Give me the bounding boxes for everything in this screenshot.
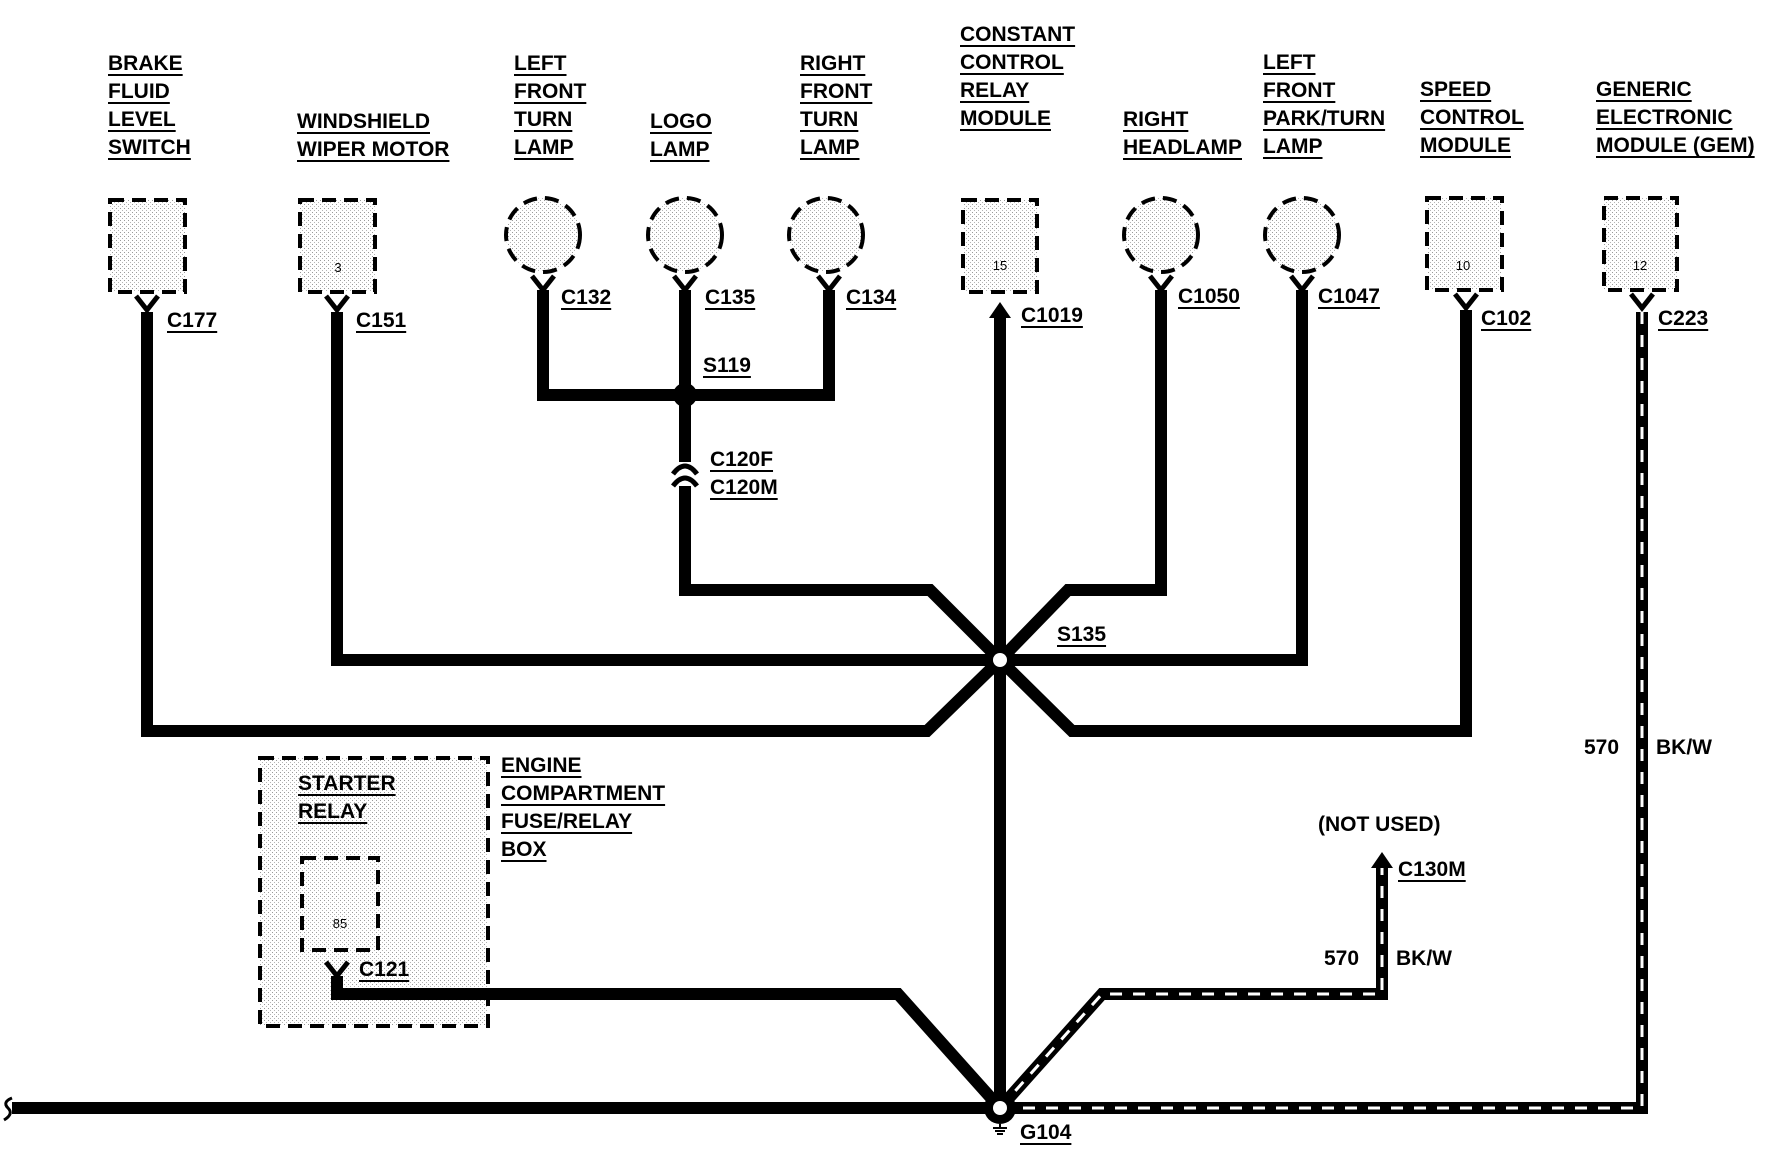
wire-wiper-motor: [331, 312, 1000, 666]
c223-terminal-icon: [1629, 292, 1655, 313]
c151-terminal-icon: [324, 294, 350, 315]
ground-symbol-icon: [993, 1124, 1007, 1135]
c130m-label: C130M: [1398, 858, 1466, 881]
speed-pin-number: 10: [1455, 258, 1471, 273]
speed-control-module-component: [1425, 196, 1504, 292]
gem-label: GENERIC ELECTRONIC MODULE (GEM): [1596, 78, 1755, 157]
wire-brake-fluid: [141, 312, 1005, 737]
c130-wire-color: BK/W: [1396, 947, 1452, 970]
c135-terminal-icon: [672, 274, 698, 295]
c135-label: C135: [705, 286, 756, 309]
c134-terminal-icon: [816, 274, 842, 295]
c177-terminal-icon: [134, 294, 160, 315]
constant-control-relay-module-component: [961, 198, 1039, 294]
gem-component: [1602, 196, 1679, 292]
c1050-terminal-icon: [1148, 274, 1174, 295]
c121-terminal-icon: [324, 960, 350, 981]
wire-c120-to-s135: [679, 486, 1005, 665]
c132-label: C132: [561, 286, 612, 309]
s119-splice-dot: [673, 383, 697, 407]
wiper-motor-component: [298, 198, 377, 294]
gem-pin-number: 12: [1632, 258, 1648, 273]
c1019-arrow-icon: [989, 302, 1011, 318]
left-front-park-turn-lamp-icon: [1263, 196, 1341, 274]
wiper-motor-label: WINDSHIELD WIPER MOTOR: [297, 110, 450, 161]
c121-label: C121: [359, 958, 410, 981]
fuse-relay-box-label: ENGINE COMPARTMENT FUSE/RELAY BOX: [501, 754, 666, 861]
black-wires: [12, 290, 1472, 1114]
gem-circuit-number: 570: [1584, 736, 1620, 759]
speed-control-module-label: SPEED CONTROL MODULE: [1420, 78, 1524, 157]
g104-label: G104: [1020, 1121, 1072, 1144]
left-front-turn-lamp-label: LEFT FRONT TURN LAMP: [514, 52, 587, 159]
starter-relay-component: [300, 856, 380, 952]
bk-w-wires: [995, 312, 1648, 1114]
starter-relay-label: STARTER RELAY: [298, 772, 396, 823]
c151-label: C151: [356, 309, 407, 332]
c130m-arrow-icon: [1371, 852, 1393, 868]
wire-left-front-park: [1000, 290, 1308, 666]
left-front-turn-lamp-icon: [504, 196, 582, 274]
s135-label: S135: [1057, 623, 1107, 646]
c102-terminal-icon: [1453, 292, 1479, 313]
wire-speed-control: [995, 310, 1472, 737]
s119-label: S119: [703, 354, 751, 377]
right-front-turn-lamp-label: RIGHT FRONT TURN LAMP: [800, 52, 873, 159]
right-headlamp-icon: [1122, 196, 1200, 274]
right-headlamp-label: RIGHT HEADLAMP: [1123, 108, 1242, 159]
brake-fluid-switch-label: BRAKE FLUID LEVEL SWITCH: [108, 52, 191, 159]
wire-continuation-mark: [3, 1096, 13, 1122]
c177-label: C177: [167, 309, 218, 332]
wire-right-headlamp: [995, 290, 1167, 665]
wire-starter-relay: [331, 976, 1005, 1113]
connector-terminals: [134, 274, 1655, 981]
c132-terminal-icon: [530, 274, 556, 295]
c223-label: C223: [1658, 307, 1709, 330]
c120-label: C120F C120M: [710, 448, 778, 499]
not-used-label: (NOT USED): [1318, 813, 1441, 836]
logo-lamp-icon: [646, 196, 724, 274]
c130-circuit-number: 570: [1324, 947, 1360, 970]
gem-wire-color: BK/W: [1656, 736, 1712, 759]
ccrm-pin-number: 15: [992, 258, 1008, 273]
c1047-terminal-icon: [1289, 274, 1315, 295]
c1019-label: C1019: [1021, 304, 1083, 327]
constant-control-relay-module-label: CONSTANT CONTROL RELAY MODULE: [960, 23, 1076, 130]
c1047-label: C1047: [1318, 285, 1380, 308]
c120-inline-connector-icon: [671, 463, 699, 488]
left-front-park-turn-lamp-label: LEFT FRONT PARK/TURN LAMP: [1263, 51, 1386, 158]
c102-label: C102: [1481, 307, 1532, 330]
brake-fluid-switch-component: [108, 198, 187, 294]
starter-pin-number: 85: [332, 916, 348, 931]
wiper-pin-number: 3: [334, 260, 342, 275]
c1050-label: C1050: [1178, 285, 1240, 308]
c134-label: C134: [846, 286, 897, 309]
right-front-turn-lamp-icon: [787, 196, 865, 274]
logo-lamp-label: LOGO LAMP: [650, 110, 712, 161]
